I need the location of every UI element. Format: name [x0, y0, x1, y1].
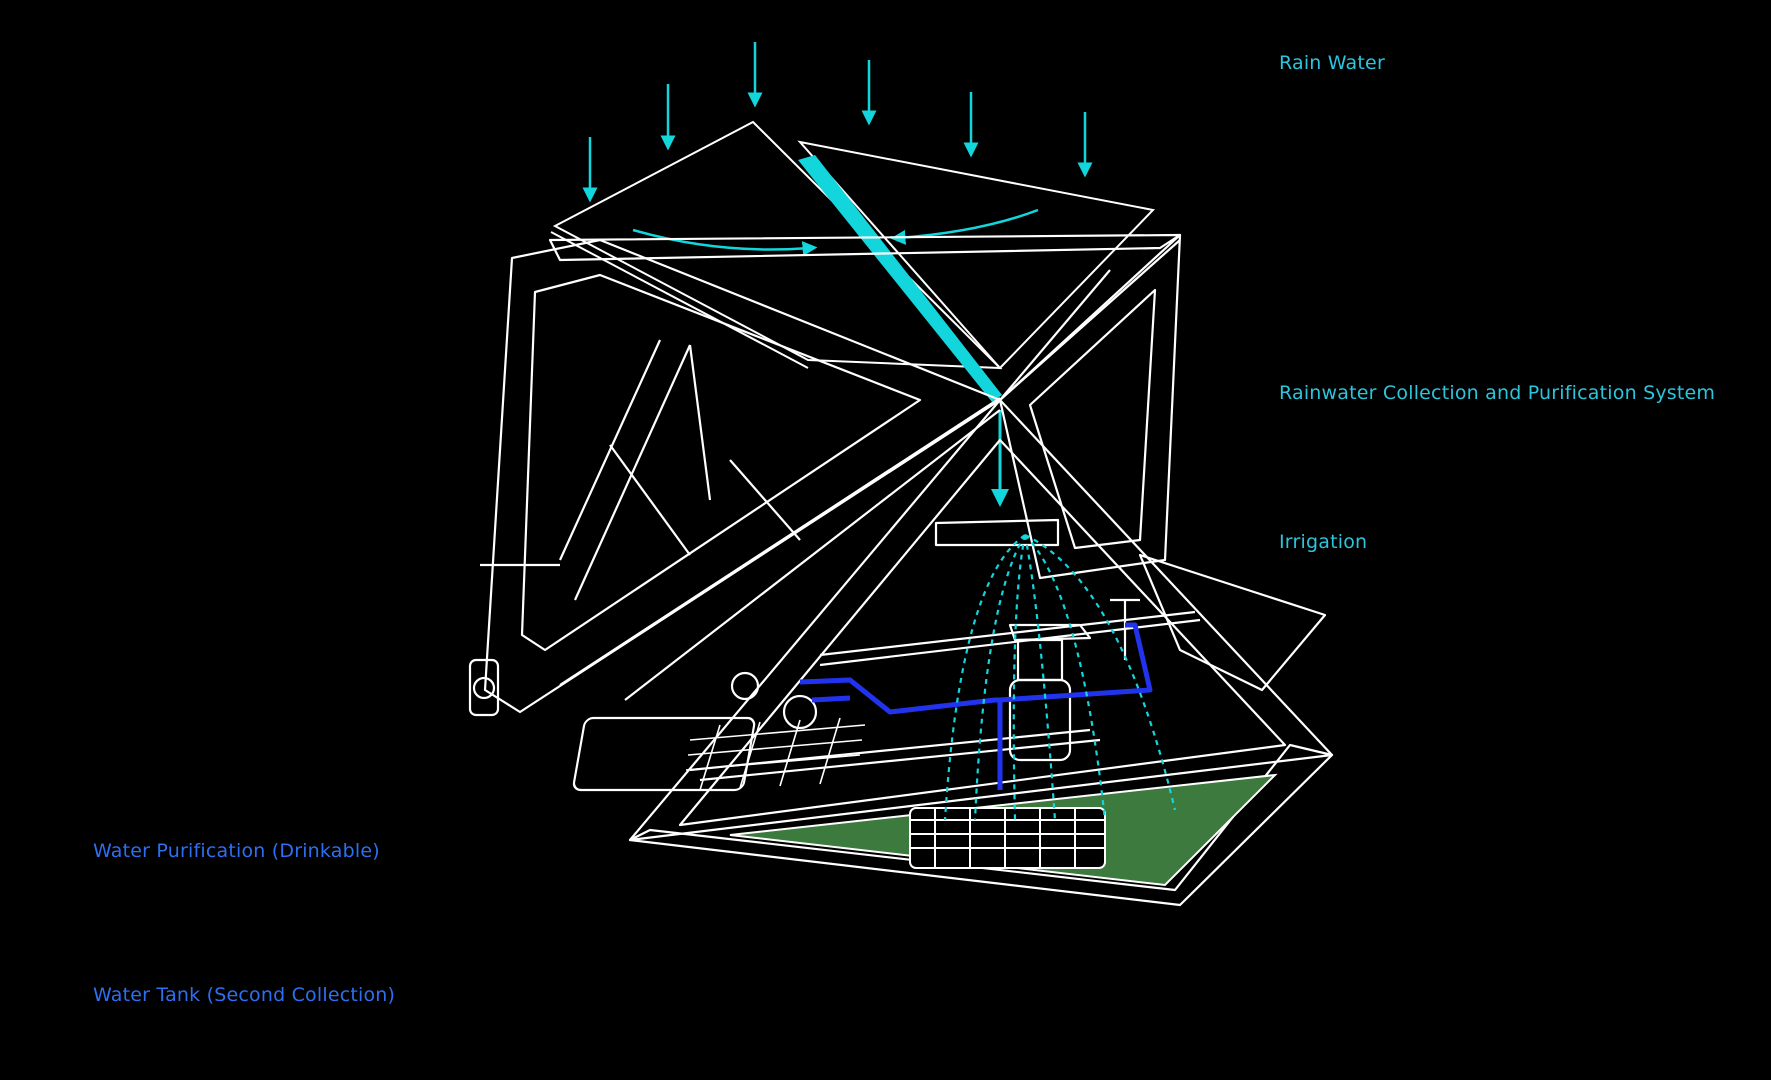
irrigation-spray [943, 534, 1177, 821]
roof-panel-left [552, 120, 1003, 370]
pump [782, 694, 818, 730]
upper-tank-grid [685, 717, 866, 791]
roof-panel-right [797, 140, 1156, 370]
frame-right-inner [1028, 288, 1157, 550]
tank-upper [572, 716, 756, 792]
collector-basin [934, 518, 1060, 547]
lower-water-tank [909, 807, 1106, 869]
label-water-purification: Water Purification (Drinkable) [93, 840, 380, 862]
label-rain-water: Rain Water [1279, 52, 1385, 74]
flow-arrow-left [632, 228, 818, 257]
base-frame [628, 743, 1334, 907]
frame-left-outer [483, 238, 1002, 714]
frame-left-inner [520, 273, 922, 652]
label-water-tank: Water Tank (Second Collection) [93, 984, 396, 1006]
collection-channel [798, 155, 1009, 507]
frame-right-outer [998, 233, 1182, 580]
purification-pipes [799, 622, 1153, 790]
side-deck [1138, 553, 1327, 692]
frame-front-triangle-inner [678, 438, 1287, 827]
roof-panels [550, 120, 1156, 370]
label-collection-system: Rainwater Collection and Purification Sy… [1279, 382, 1716, 404]
roof-flow-arrows [632, 208, 1039, 257]
flow-arrow-right [890, 208, 1039, 245]
label-irrigation: Irrigation [1279, 531, 1368, 553]
frame-structure [468, 233, 1334, 907]
rain-arrows [582, 42, 1093, 203]
frame-front-triangle [628, 398, 1334, 842]
